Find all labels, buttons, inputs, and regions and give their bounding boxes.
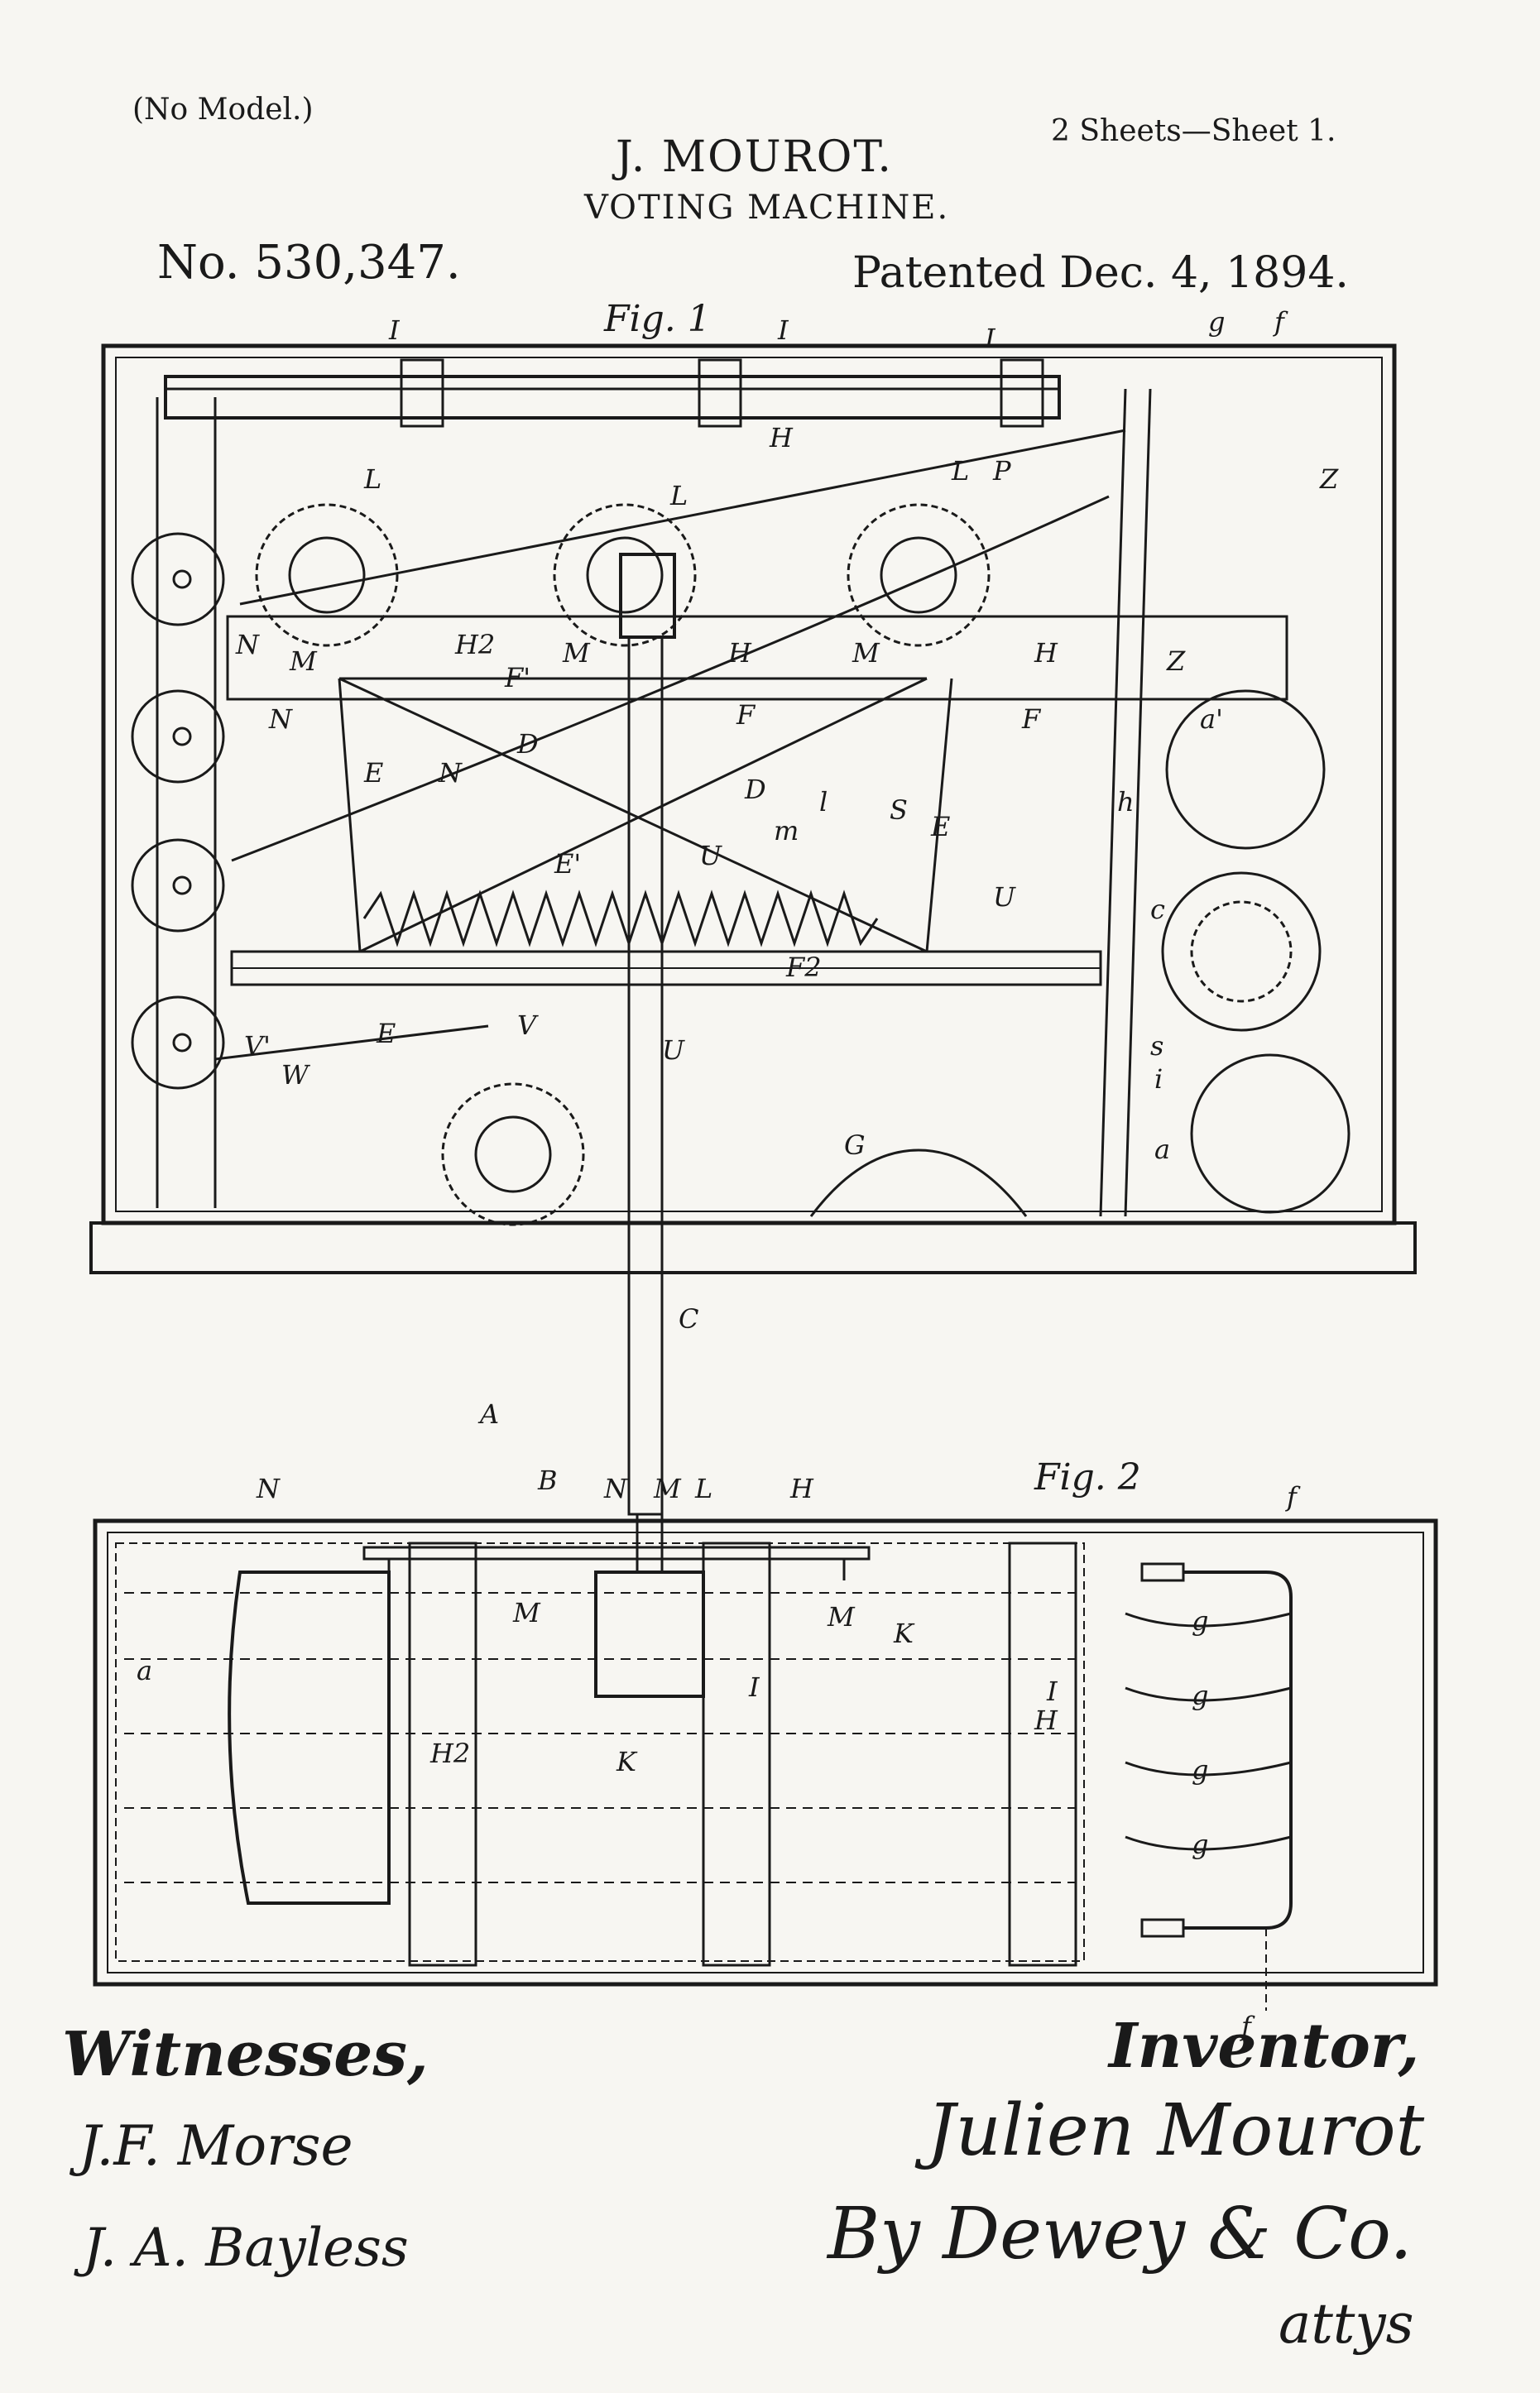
ref-letter: g bbox=[1192, 1829, 1208, 1860]
ref-letter: F bbox=[1021, 703, 1042, 735]
ref-letter: Z bbox=[1319, 463, 1339, 495]
inventor-name: J. MOUROT. bbox=[616, 132, 893, 182]
ref-letter: I bbox=[748, 1671, 760, 1703]
ref-letter: H bbox=[789, 1473, 814, 1504]
ref-letter: a' bbox=[1200, 703, 1223, 735]
ref-letter: F' bbox=[504, 662, 530, 693]
ref-letter: M bbox=[289, 645, 318, 677]
ref-letter: H bbox=[1034, 1705, 1058, 1736]
inventor-heading: Inventor, bbox=[1109, 2011, 1420, 2082]
ref-letter: M bbox=[852, 637, 880, 669]
patent-date: Patented Dec. 4, 1894. bbox=[852, 248, 1349, 298]
ref-letter: g bbox=[1192, 1754, 1208, 1786]
witness-signature-2: J. A. Bayless bbox=[83, 2218, 409, 2279]
ref-letter: a bbox=[137, 1655, 152, 1686]
ref-letter: I bbox=[1046, 1676, 1058, 1707]
ref-letter: F2 bbox=[785, 952, 822, 983]
ref-letter: Z bbox=[1166, 645, 1186, 677]
ref-letter: f bbox=[1285, 1481, 1301, 1513]
ref-letter: N bbox=[235, 629, 260, 660]
ref-letter: M bbox=[512, 1597, 541, 1628]
ref-letter: U bbox=[699, 840, 722, 871]
inventor-signature: Julien Mourot bbox=[927, 2089, 1425, 2172]
ref-letter: G bbox=[844, 1129, 866, 1161]
witness-signature-1: J.F. Morse bbox=[79, 2114, 353, 2178]
ref-letter: L bbox=[363, 463, 381, 495]
ref-letter: s bbox=[1150, 1030, 1163, 1062]
ref-letter: E bbox=[363, 757, 383, 789]
ref-letter: K bbox=[616, 1746, 638, 1777]
ref-letter: g bbox=[1208, 306, 1225, 338]
ref-letter: S bbox=[890, 794, 908, 826]
ref-letter: h bbox=[1117, 786, 1135, 818]
ref-letter: P bbox=[992, 455, 1011, 487]
fig2-drawing bbox=[93, 1518, 1438, 2011]
ref-letter: E bbox=[930, 811, 950, 842]
ref-letter: a bbox=[1154, 1134, 1170, 1165]
ref-letter: M bbox=[562, 637, 591, 669]
ref-letter: I bbox=[777, 314, 789, 346]
ref-letter: M bbox=[827, 1601, 856, 1633]
ref-letter: E bbox=[376, 1018, 396, 1049]
ref-letter: f bbox=[1273, 306, 1288, 338]
ref-letter: N bbox=[603, 1473, 628, 1504]
ref-letter: M bbox=[653, 1473, 682, 1504]
reference-letters: I I I g f H H H L L L P M M M N N N D D … bbox=[137, 306, 1339, 2042]
ref-letter: F bbox=[736, 699, 756, 731]
ref-letter: H2 bbox=[429, 1738, 470, 1769]
ref-letter: V bbox=[517, 1009, 539, 1041]
ref-letter: U bbox=[662, 1034, 685, 1066]
ref-letter: H bbox=[1034, 637, 1058, 669]
ref-letter: L bbox=[951, 455, 969, 487]
ref-letter: H2 bbox=[454, 629, 495, 660]
sheet-count: 2 Sheets—Sheet 1. bbox=[1051, 114, 1336, 148]
witnesses-heading: Witnesses, bbox=[62, 2019, 429, 2090]
ref-letter: K bbox=[893, 1618, 915, 1649]
ref-letter: L bbox=[669, 480, 688, 511]
ref-letter: N bbox=[438, 757, 463, 789]
attorney-signature: By Dewey & Co. bbox=[828, 2193, 1413, 2276]
ref-letter: H bbox=[727, 637, 752, 669]
patent-number: No. 530,347. bbox=[157, 236, 461, 290]
ref-letter: A bbox=[477, 1398, 499, 1430]
fig1-drawing bbox=[89, 343, 1417, 1580]
ref-letter: g bbox=[1192, 1680, 1208, 1711]
ref-letter: D bbox=[516, 728, 539, 760]
ref-letter: c bbox=[1150, 894, 1165, 925]
ref-letter: D bbox=[744, 774, 766, 805]
ref-letter: U bbox=[993, 881, 1016, 913]
ref-letter: E' bbox=[554, 848, 581, 880]
ref-letter: N bbox=[256, 1473, 281, 1504]
attorney-suffix: attys bbox=[1279, 2292, 1414, 2356]
ref-letter: g bbox=[1192, 1605, 1208, 1637]
ref-letter: H bbox=[769, 422, 794, 453]
no-model-label: (No Model.) bbox=[132, 93, 314, 127]
ref-letter: i bbox=[1154, 1063, 1163, 1095]
ref-letter: W bbox=[281, 1059, 311, 1091]
ref-letter: I bbox=[984, 323, 996, 354]
ref-letter: m bbox=[774, 815, 799, 846]
ref-letter: l bbox=[819, 786, 828, 818]
patent-title: VOTING MACHINE. bbox=[584, 189, 950, 227]
ref-letter: N bbox=[268, 703, 293, 735]
ref-letter: I bbox=[388, 314, 401, 346]
ref-letter: B bbox=[537, 1465, 558, 1496]
ref-letter: V' bbox=[244, 1030, 271, 1062]
ref-letter: L bbox=[694, 1473, 712, 1504]
ref-letter: C bbox=[679, 1303, 698, 1335]
fig1-label: Fig. 1 bbox=[604, 298, 711, 340]
fig2-label: Fig. 2 bbox=[1034, 1456, 1141, 1499]
